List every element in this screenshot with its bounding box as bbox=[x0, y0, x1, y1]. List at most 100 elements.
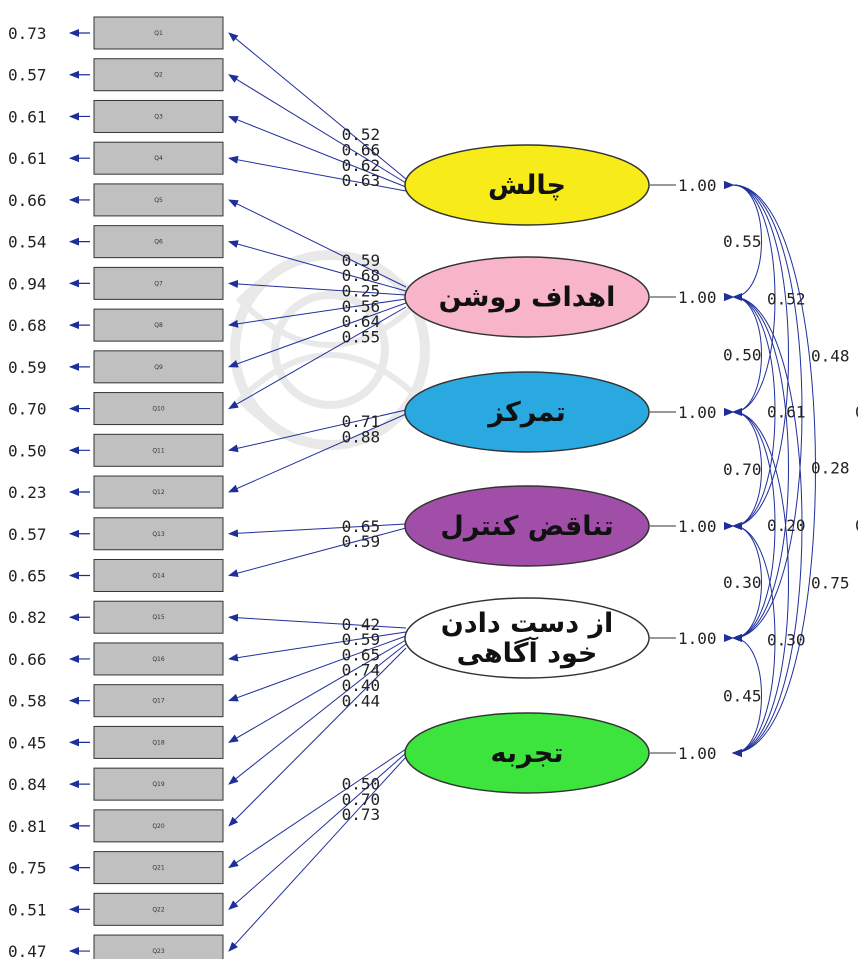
error-variance-label: 0.70 bbox=[8, 400, 47, 419]
latent-ellipse bbox=[404, 597, 650, 679]
latent-ellipse bbox=[404, 712, 650, 794]
indicator-label: Q11 bbox=[152, 447, 165, 454]
indicator-box bbox=[93, 99, 224, 133]
indicators-layer: Q1Q2Q3Q4Q5Q6Q7Q8Q9Q10Q11Q12Q13Q14Q15Q16Q… bbox=[93, 16, 224, 959]
loading-arrow bbox=[228, 155, 407, 192]
error-variance-label: 0.57 bbox=[8, 66, 47, 85]
indicator-box bbox=[93, 809, 224, 843]
latent-ellipse bbox=[404, 256, 650, 338]
loading-arrow bbox=[228, 413, 407, 493]
latent-ellipse bbox=[404, 485, 650, 567]
indicator-label: Q22 bbox=[152, 906, 165, 913]
error-variance-label: 0.50 bbox=[8, 441, 47, 460]
indicator-box bbox=[93, 183, 224, 217]
loading-arrow bbox=[228, 306, 407, 410]
correlation-label: 0.52 bbox=[767, 290, 806, 309]
loading-label: 0.64 bbox=[342, 312, 381, 331]
error-variance-label: 0.51 bbox=[8, 900, 47, 919]
error-variance-label: 0.66 bbox=[8, 191, 47, 210]
correlation-arc bbox=[723, 180, 816, 757]
indicator-box bbox=[93, 558, 224, 592]
error-variance-label: 0.61 bbox=[8, 107, 47, 126]
indicator-box bbox=[93, 767, 224, 801]
loading-label: 0.25 bbox=[342, 282, 381, 301]
correlation-arc bbox=[723, 180, 776, 416]
correlation-arc bbox=[723, 521, 762, 642]
indicator-label: Q17 bbox=[152, 698, 165, 705]
loading-arrow bbox=[228, 527, 407, 578]
correlation-label: 0.28 bbox=[811, 459, 850, 478]
correlation-arc bbox=[723, 407, 762, 530]
correlation-arc bbox=[723, 292, 789, 642]
correlation-label: 0.20 bbox=[767, 516, 806, 535]
indicator-label: Q13 bbox=[152, 531, 165, 538]
correlation-arc bbox=[723, 180, 803, 642]
correlation-label: 0.30 bbox=[723, 573, 762, 592]
error-variance-label: 0.23 bbox=[8, 483, 47, 502]
error-variance-label: 0.61 bbox=[8, 149, 47, 168]
indicator-box bbox=[93, 517, 224, 551]
indicator-label: Q3 bbox=[154, 113, 163, 120]
loading-arrow bbox=[228, 639, 407, 743]
loading-label: 0.65 bbox=[342, 645, 381, 664]
correlation-label: 0.46 bbox=[855, 516, 858, 535]
correlation-arc bbox=[723, 292, 803, 757]
loading-label: 0.50 bbox=[342, 775, 381, 794]
loading-label: 0.73 bbox=[342, 805, 381, 824]
correlation-arc bbox=[723, 521, 776, 757]
latent-ellipse bbox=[404, 144, 650, 226]
indicator-label: Q8 bbox=[154, 322, 163, 329]
indicator-box bbox=[93, 934, 224, 959]
loading-arrow bbox=[228, 635, 407, 702]
indicator-box bbox=[93, 433, 224, 467]
latent-label: اهداف روشن bbox=[439, 282, 616, 313]
indicator-box bbox=[93, 892, 224, 926]
correlation-label: 0.48 bbox=[811, 347, 850, 366]
error-variance-label: 0.82 bbox=[8, 608, 47, 627]
correlation-label: 0.61 bbox=[767, 403, 806, 422]
loading-arrow bbox=[228, 647, 407, 827]
indicator-box bbox=[93, 600, 224, 634]
loading-arrow bbox=[228, 199, 407, 288]
indicator-label: Q1 bbox=[154, 30, 163, 37]
error-variance-label: 0.59 bbox=[8, 358, 47, 377]
loading-label: 0.59 bbox=[342, 630, 381, 649]
watermark bbox=[230, 250, 430, 450]
loading-arrow bbox=[228, 631, 407, 662]
loading-label: 0.52 bbox=[342, 125, 381, 144]
loading-label: 0.66 bbox=[342, 141, 381, 160]
loading-arrow bbox=[228, 240, 407, 292]
correlation-label: 0.50 bbox=[723, 346, 762, 365]
error-variance-label: 0.66 bbox=[8, 650, 47, 669]
error-variance-label: 0.47 bbox=[8, 942, 47, 959]
indicator-box bbox=[93, 684, 224, 718]
latent-ellipse bbox=[404, 371, 650, 453]
indicator-box bbox=[93, 266, 224, 300]
correlation-arc bbox=[723, 180, 789, 530]
indicator-label: Q2 bbox=[154, 72, 163, 79]
arrows-layer bbox=[69, 29, 816, 956]
loading-label: 0.59 bbox=[342, 251, 381, 270]
loading-label: 0.59 bbox=[342, 532, 381, 551]
indicator-box bbox=[93, 58, 224, 92]
indicator-label: Q14 bbox=[152, 572, 165, 579]
indicator-label: Q21 bbox=[152, 865, 165, 872]
latent-variance-label: 1.00 bbox=[678, 403, 717, 422]
loading-label: 0.62 bbox=[342, 156, 381, 175]
correlation-label: 0.55 bbox=[723, 232, 762, 251]
indicator-box bbox=[93, 475, 224, 509]
correlation-arc bbox=[723, 292, 776, 530]
correlation-arc bbox=[723, 633, 762, 757]
indicator-label: Q5 bbox=[154, 197, 163, 204]
error-variance-label: 0.54 bbox=[8, 233, 47, 252]
error-variance-label: 0.45 bbox=[8, 733, 47, 752]
loading-label: 0.70 bbox=[342, 790, 381, 809]
latent-label: چالش bbox=[488, 170, 566, 201]
indicator-label: Q19 bbox=[152, 781, 165, 788]
indicator-box bbox=[93, 392, 224, 426]
loading-arrow bbox=[228, 298, 407, 328]
loading-arrow bbox=[228, 409, 407, 453]
indicator-label: Q20 bbox=[152, 823, 165, 830]
